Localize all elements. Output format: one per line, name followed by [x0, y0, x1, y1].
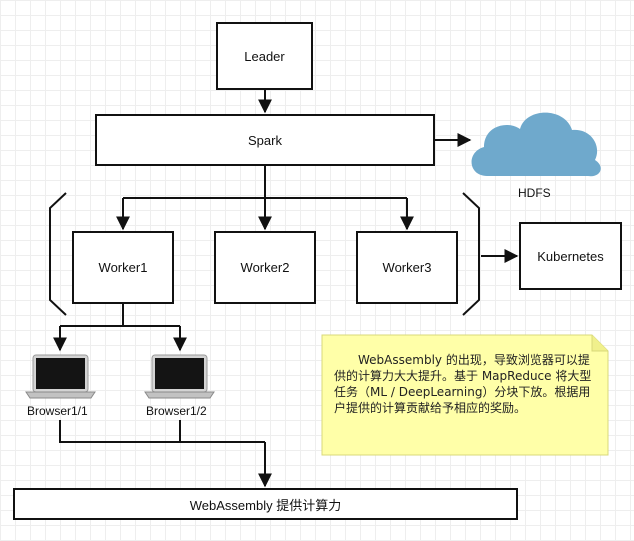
browser1-label: Browser1/1: [27, 404, 88, 418]
note-shape: [321, 334, 609, 456]
edge-worker1-browsers: [60, 304, 180, 327]
left-bracket: [49, 192, 67, 316]
note-text: WebAssembly 的出现，导致浏览器可以提供的计算力大大提升。基于 Map…: [334, 353, 592, 415]
worker3-node[interactable]: Worker3: [356, 231, 458, 304]
wasm-node[interactable]: WebAssembly 提供计算力: [13, 488, 518, 520]
worker2-node[interactable]: Worker2: [214, 231, 316, 304]
edge-browsers-wasm: [59, 420, 265, 443]
worker1-node[interactable]: Worker1: [72, 231, 174, 304]
spark-node[interactable]: Spark: [95, 114, 435, 166]
laptop-icon: [25, 354, 96, 399]
laptop-icon: [144, 354, 215, 399]
cloud-icon: [471, 112, 601, 177]
edge-spark-workers: [123, 166, 407, 199]
kubernetes-node[interactable]: Kubernetes: [519, 222, 622, 290]
right-bracket: [462, 192, 480, 316]
leader-node[interactable]: Leader: [216, 22, 313, 90]
browser2-label: Browser1/2: [146, 404, 207, 418]
hdfs-label: HDFS: [518, 186, 551, 200]
